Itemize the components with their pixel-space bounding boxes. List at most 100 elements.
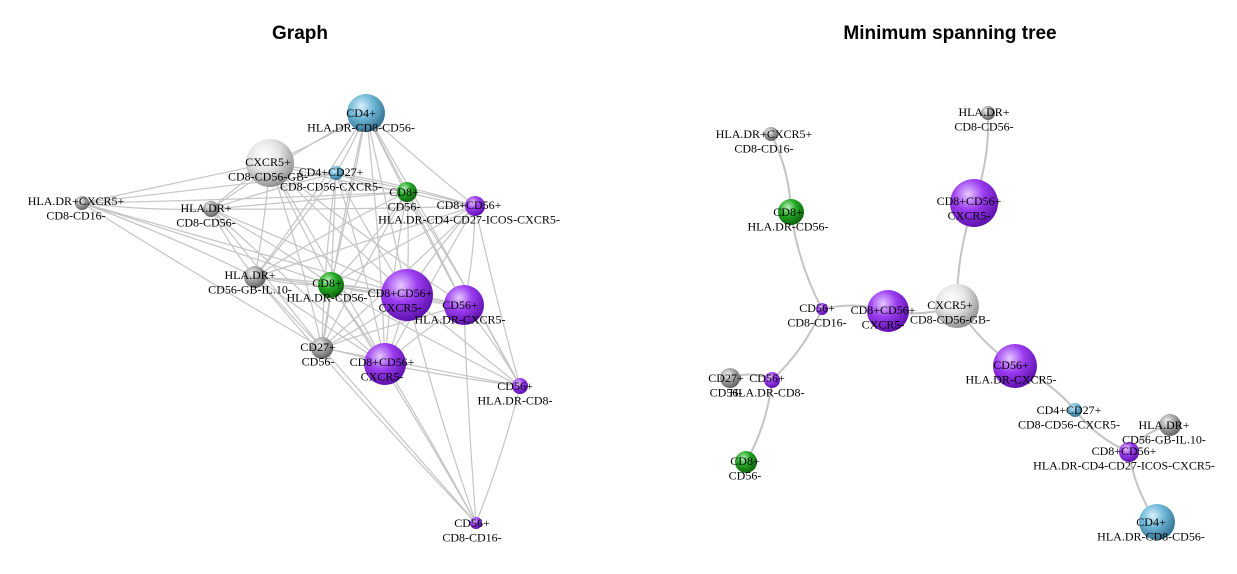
node-cd8cd56_cxcr5_b (364, 343, 406, 385)
node-label-line: CD4+ (346, 106, 376, 120)
node-label-line: CD8+CD56+ (1092, 444, 1157, 458)
edge-hladr_cxcr5-cd8cd56_cxcr5_a (81, 202, 408, 296)
node-hladr_cxcr5 (75, 196, 89, 210)
edge-cd4_hladr-cd8cd56_cxcr5_b (365, 112, 386, 365)
node-label-hladr_cd8cd56: HLA.DR+CD8-CD56- (954, 105, 1013, 134)
edge-cd56_cd8cd16-hladr_il10 (254, 276, 477, 524)
node-cxcr5_cd8cd56gb (935, 284, 979, 328)
edge-cd8_cd56neg-hladr_cxcr5 (81, 191, 408, 204)
edge-cd8_cd56neg-hladr_il10 (254, 191, 408, 278)
node-label-cd4cd27: CD4+CD27+CD8-CD56-CXCR5- (280, 165, 382, 194)
node-cd4_hladr (1139, 504, 1175, 540)
edge-cd56_cd8cd16-cd56_hladr_cd8 (771, 308, 823, 381)
node-cd27_cd56 (311, 337, 333, 359)
node-cxcr5_cd8cd56gb (246, 139, 294, 187)
node-label-line: CD8+CD56+ (851, 303, 916, 317)
node-label-line: CD8-CD56-GB- (910, 313, 990, 327)
node-label-line: CD8-CD56-CXCR5- (280, 180, 382, 194)
node-label-line: CXCR5- (361, 370, 404, 384)
node-label-line: HLA.DR+ (958, 105, 1009, 119)
node-label-cxcr5_cd8cd56gb: CXCR5+CD8-CD56-GB- (228, 155, 308, 184)
node-label-line: CXCR5+ (245, 155, 291, 169)
node-label-line: CD8-CD16- (442, 531, 501, 545)
node-label-cd8_hladr_cd56: CD8+HLA.DR-CD56- (748, 205, 829, 234)
node-label-line: CD8+CD56+ (368, 286, 433, 300)
node-cd8cd56_cxcr5_a (381, 269, 433, 321)
node-label-cd8cd56_cxcr5_a: CD8+CD56+CXCR5- (937, 194, 1002, 223)
node-label-hladr_il10: HLA.DR+CD56-GB-IL.10- (208, 268, 292, 297)
node-label-line: HLA.DR+ (180, 201, 231, 215)
node-cd56_hladr_cd8 (764, 372, 780, 388)
node-hladr_cd8cd56 (203, 201, 219, 217)
edge-cd4cd27-hladr_il10 (254, 172, 337, 278)
node-label-line: CD8+CD56+ (350, 355, 415, 369)
node-label-hladr_cxcr5: HLA.DR+CXCR5+CD8-CD16- (716, 127, 813, 156)
node-label-cd8cd56_icos: CD8+CD56+HLA.DR-CD4-CD27-ICOS-CXCR5- (378, 198, 560, 227)
node-label-line: CD8+ (312, 276, 342, 290)
node-label-hladr_cxcr5: HLA.DR+CXCR5+CD8-CD16- (28, 194, 125, 223)
edge-cd56_cd8cd16-cd56_hladr_cd8 (475, 385, 521, 524)
mst-panel-title: Minimum spanning tree (843, 23, 1056, 44)
node-label-cd8cd56_cxcr5_b: CD8+CD56+CXCR5- (851, 303, 916, 332)
node-label-cd27_cd56: CD27+CD56- (300, 340, 336, 369)
node-label-cd56_hladr_cd8: CD56+HLA.DR-CD8- (730, 371, 805, 400)
node-label-line: CD56+ (497, 379, 533, 393)
edge-cd56_cd8cd16-cd8cd56_cxcr5_a (406, 294, 477, 524)
edge-cd8_cd56neg-hladr_cd8cd56 (210, 191, 408, 210)
node-cd56_hladr_cxcr5 (993, 344, 1037, 388)
node-label-line: CD27+ (708, 371, 744, 385)
edge-cd8cd56_icos-cd8_hladr_cd56 (330, 205, 476, 286)
node-label-cxcr5_cd8cd56gb: CXCR5+CD8-CD56-GB- (910, 298, 990, 327)
edge-hladr_cd8cd56-cd8cd56_cxcr5_a (210, 208, 408, 296)
node-label-line: CXCR5- (379, 301, 422, 315)
node-label-line: CD56+ (799, 301, 835, 315)
node-label-line: CD8-CD56- (176, 216, 235, 230)
node-label-line: CD8+CD56+ (437, 198, 502, 212)
node-label-line: HLA.DR-CD4-CD27-ICOS-CXCR5- (1033, 459, 1215, 473)
node-label-cd56_hladr_cxcr5: CD56+HLA.DR-CXCR5- (965, 358, 1056, 387)
edge-cd56_cd8cd16-cd8cd56_cxcr5_b (384, 363, 477, 524)
node-label-line: CD8-CD16- (787, 316, 846, 330)
node-label-cd8cd56_icos: CD8+CD56+HLA.DR-CD4-CD27-ICOS-CXCR5- (1033, 444, 1215, 473)
edge-hladr_cxcr5-cd8_hladr_cd56 (81, 202, 332, 286)
node-hladr_il10 (244, 266, 266, 288)
mst-labels: HLA.DR+CD8-CD56-HLA.DR+CXCR5+CD8-CD16-CD… (708, 105, 1215, 544)
node-label-line: CXCR5- (862, 318, 905, 332)
node-label-line: CD8-CD56-GB- (228, 170, 308, 184)
node-cd8_hladr_cd56 (778, 199, 804, 225)
node-label-line: CD4+CD27+ (299, 165, 364, 179)
edge-hladr_il10-cd56_hladr_cxcr5 (254, 276, 465, 306)
edge-hladr_cxcr5-hladr_cd8cd56 (81, 202, 212, 210)
node-cd8_hladr_cd56 (318, 272, 344, 298)
edge-hladr_cxcr5-cd27_cd56 (81, 202, 323, 349)
node-label-cd8cd56_cxcr5_b: CD8+CD56+CXCR5- (350, 355, 415, 384)
node-label-line: CD4+CD27+ (1037, 403, 1102, 417)
mst-nodes (720, 106, 1181, 540)
node-label-line: HLA.DR-CXCR5- (965, 373, 1056, 387)
edge-cd56_cd8cd16-cd56_hladr_cxcr5 (463, 304, 477, 524)
node-label-line: CD8-CD16- (734, 142, 793, 156)
edge-cd4cd27-cd8cd56_cxcr5_b (335, 172, 386, 365)
edge-cd8cd56_icos-hladr_cd8cd56 (210, 205, 476, 210)
node-label-hladr_cd8cd56: HLA.DR+CD8-CD56- (176, 201, 235, 230)
node-label-line: CD8+ (730, 454, 760, 468)
node-label-line: HLA.DR-CD8-CD56- (1097, 530, 1205, 544)
graph-panel-title: Graph (272, 23, 328, 44)
node-label-line: CXCR5+ (927, 298, 973, 312)
node-label-line: CD56- (302, 355, 335, 369)
node-label-line: HLA.DR+ (224, 268, 275, 282)
edge-cd4_hladr-cd27_cd56 (321, 112, 367, 349)
node-cd56_hladr_cd8 (512, 378, 528, 394)
node-label-line: HLA.DR+CXCR5+ (716, 127, 813, 141)
node-label-cd8_cd56neg: CD8+CD56- (388, 185, 421, 214)
node-label-line: CD8+CD56+ (937, 194, 1002, 208)
node-label-cd4_hladr: CD4+HLA.DR-CD8-CD56- (307, 106, 415, 135)
node-label-line: CD56- (710, 386, 743, 400)
node-label-cd27_cd56: CD27+CD56- (708, 371, 744, 400)
node-label-cd4cd27: CD4+CD27+CD8-CD56-CXCR5- (1018, 403, 1120, 432)
graph-labels: CD4+HLA.DR-CD8-CD56-CXCR5+CD8-CD56-GB-CD… (28, 106, 560, 545)
node-label-cd56_cd8cd16: CD56+CD8-CD16- (442, 516, 501, 545)
node-hladr_il10 (1159, 414, 1181, 436)
node-cd8_cd56neg (735, 451, 757, 473)
